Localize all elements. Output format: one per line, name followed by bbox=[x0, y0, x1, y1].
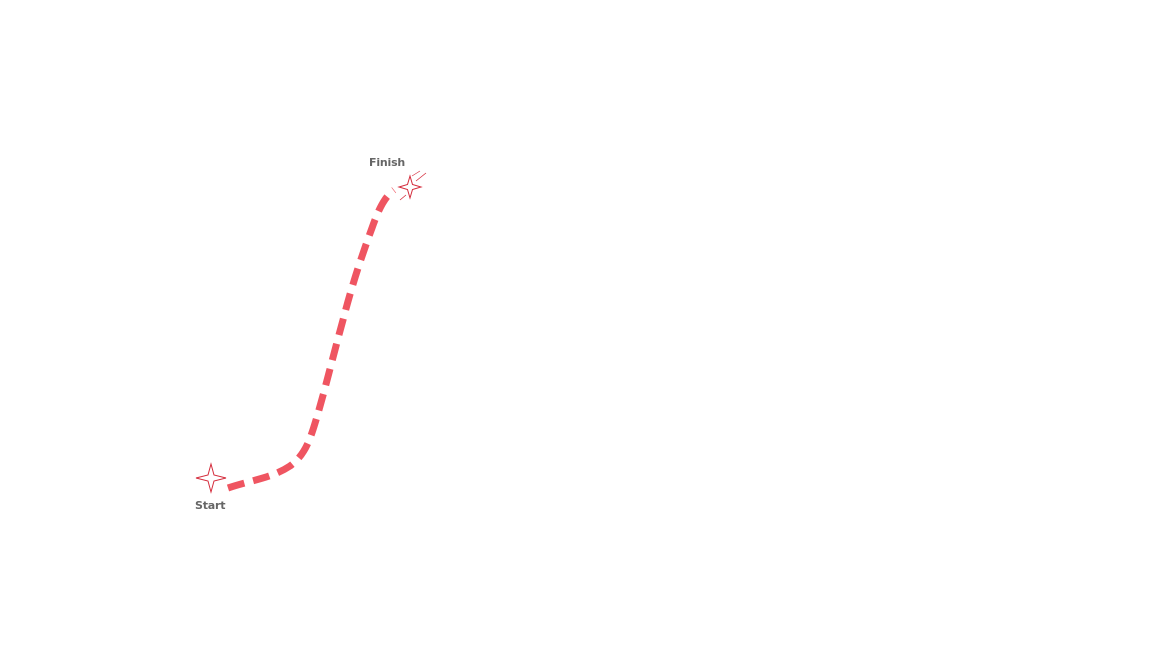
start-marker-icon bbox=[195, 462, 227, 494]
finish-marker-icon bbox=[397, 170, 427, 201]
start-label: Start bbox=[195, 499, 226, 512]
finish-label: Finish bbox=[369, 156, 406, 169]
route-path bbox=[226, 187, 397, 492]
